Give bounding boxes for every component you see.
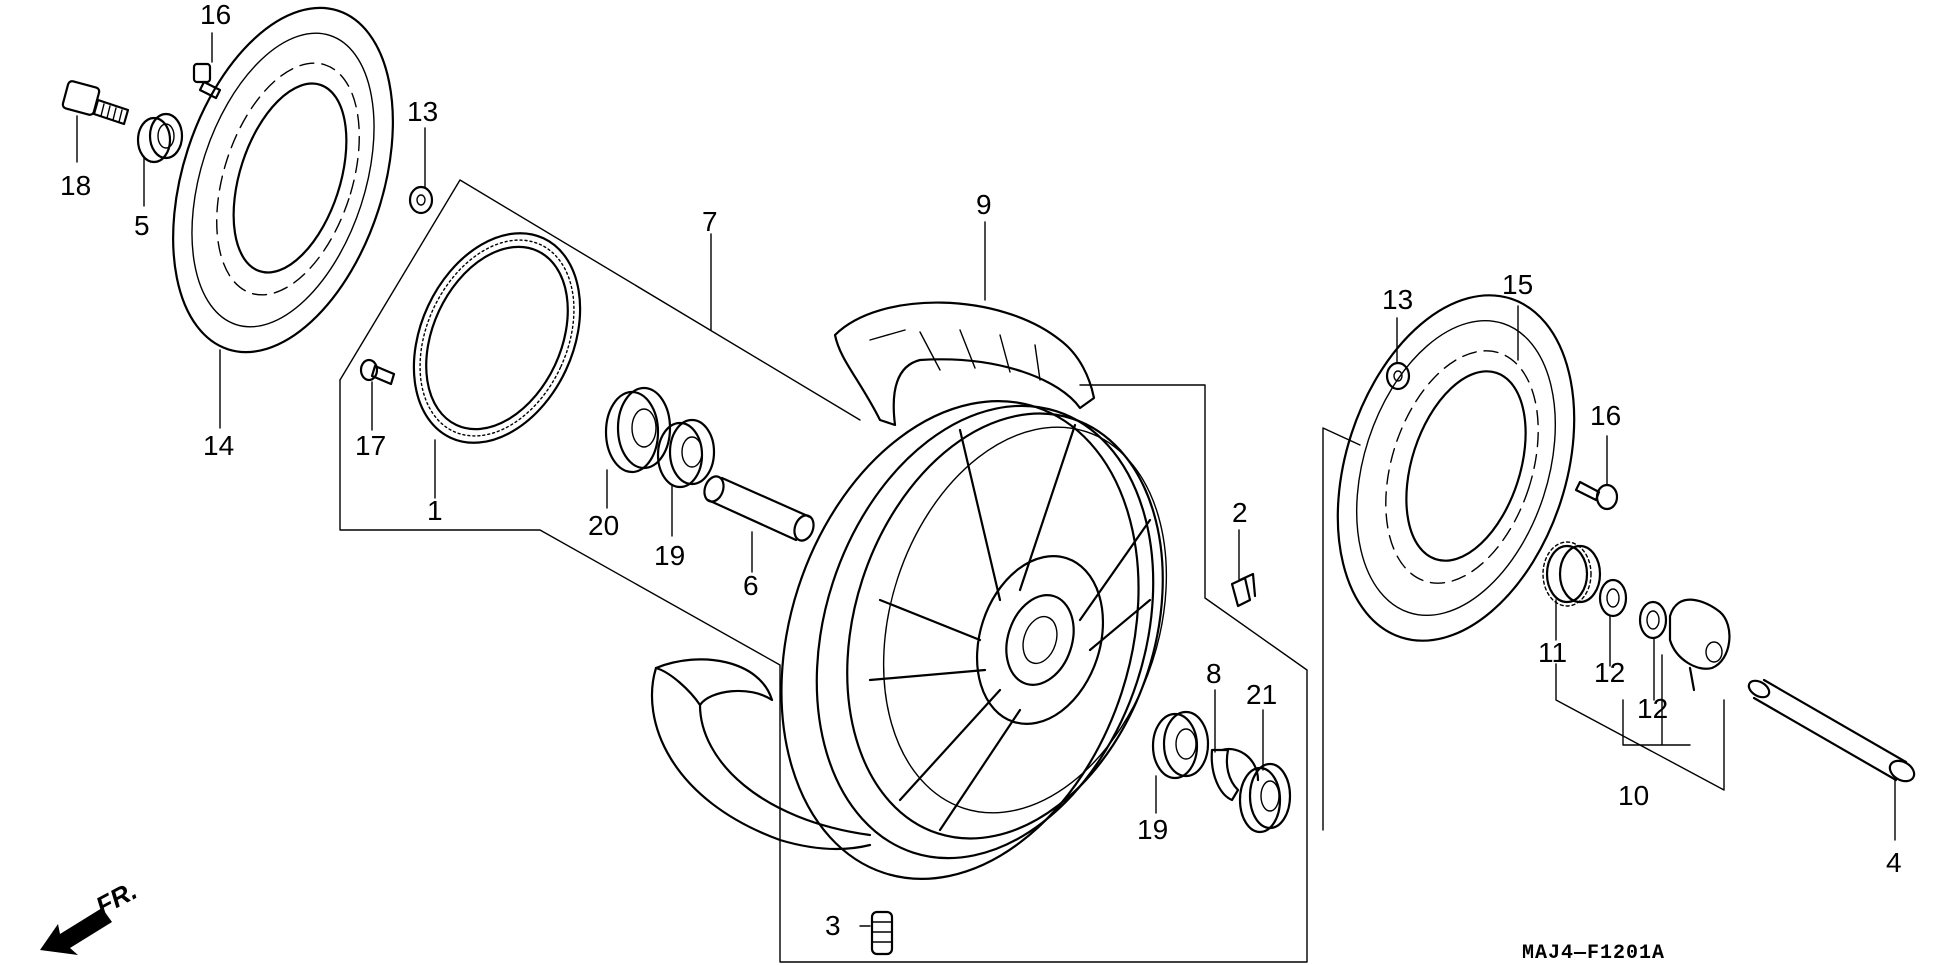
front-direction-arrow-icon (40, 908, 112, 955)
callout-19-left: 19 (654, 540, 685, 571)
callout-3: 3 (825, 910, 841, 941)
callout-12-b: 12 (1637, 693, 1668, 724)
speedometer-gear-11 (1542, 541, 1602, 607)
callout-14: 14 (203, 430, 234, 461)
callout-4: 4 (1886, 847, 1902, 878)
callout-1: 1 (427, 495, 443, 526)
tire-9-lower (650, 658, 872, 850)
callout-labels: 16 18 5 13 14 17 1 7 9 20 19 6 2 8 21 19… (60, 0, 1902, 941)
retainer-8 (1210, 747, 1260, 802)
callout-21: 21 (1246, 679, 1277, 710)
assembly-lines (339, 179, 1725, 963)
callout-9: 9 (976, 189, 992, 220)
axle-4 (1747, 678, 1916, 783)
brake-disc-left (172, 6, 394, 354)
distance-collar-6 (703, 475, 815, 542)
callout-leaders (76, 32, 1896, 927)
screw-17 (359, 358, 396, 386)
clip-2 (1230, 572, 1257, 608)
callout-5: 5 (134, 210, 150, 241)
figure-code: MAJ4—F1201A (1522, 942, 1665, 965)
wheel-7 (780, 400, 1168, 880)
callout-18: 18 (60, 170, 91, 201)
washer-12-a (1598, 578, 1628, 618)
callout-13-right: 13 (1382, 284, 1413, 315)
callout-19-right: 19 (1137, 814, 1168, 845)
bearing-20 (604, 386, 672, 474)
bearing-19-right (1151, 710, 1210, 780)
callout-10: 10 (1618, 780, 1649, 811)
callout-2: 2 (1232, 497, 1248, 528)
valve-3 (870, 910, 894, 956)
callout-20: 20 (588, 510, 619, 541)
washer-12-b (1638, 600, 1668, 640)
pulser-ring-1 (412, 232, 582, 444)
bolt-18 (61, 80, 130, 126)
callout-17: 17 (355, 430, 386, 461)
dust-seal-21 (1238, 762, 1292, 834)
callout-11: 11 (1538, 637, 1567, 668)
washer-13-right (1385, 361, 1411, 391)
washer-13-left (408, 185, 434, 215)
callout-6: 6 (743, 570, 759, 601)
callout-13-left: 13 (407, 96, 438, 127)
callout-16-top: 16 (200, 0, 231, 30)
callout-8: 8 (1206, 658, 1222, 689)
screw-16-right (1574, 480, 1619, 511)
callout-15: 15 (1502, 269, 1533, 300)
callout-7: 7 (702, 206, 718, 237)
collar-5 (136, 112, 184, 164)
tire-9-upper (833, 301, 1096, 427)
brake-disc-right (1336, 294, 1576, 642)
callout-12-a: 12 (1594, 657, 1625, 688)
screw-16-left (192, 62, 222, 100)
callout-16-right: 16 (1590, 400, 1621, 431)
bearing-19-left (656, 418, 716, 489)
speedometer-gearbox-10 (1668, 598, 1731, 692)
